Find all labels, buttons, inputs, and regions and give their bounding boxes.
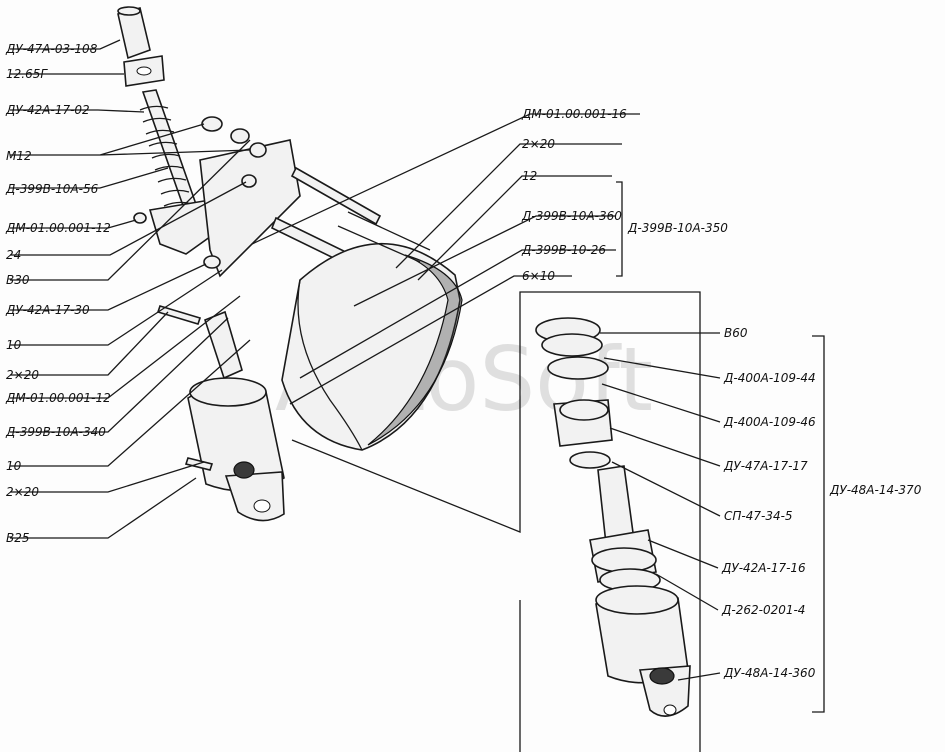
label-left-5: Д-399В-10А-56 <box>5 182 99 196</box>
group-bracket-top <box>616 181 623 277</box>
top-cap <box>117 6 151 60</box>
label-top-3: 12 <box>522 169 537 183</box>
leader-lines <box>10 39 721 681</box>
label-left-12: ДМ-01.00.001-12 <box>5 391 111 405</box>
label-right-6: ДУ-42А-17-16 <box>721 561 806 575</box>
label-left-2: 12.65Г <box>6 67 48 81</box>
label-top-1: ДМ-01.00.001-16 <box>521 107 627 121</box>
inset-cylinder-parts <box>535 317 691 717</box>
label-left-3: ДУ-42А-17-02 <box>5 103 90 117</box>
label-right-4: ДУ-47А-17-17 <box>723 459 808 473</box>
label-left-6: ДМ-01.00.001-12 <box>5 221 111 235</box>
label-right-5: СП-47-34-5 <box>724 509 793 523</box>
label-top-2: 2×20 <box>522 137 555 151</box>
nuts-and-washers <box>133 116 267 269</box>
group-label-right: ДУ-48А-14-370 <box>829 483 922 497</box>
left-cylinder <box>187 310 285 522</box>
upper-bracket <box>148 139 301 278</box>
label-right-8: ДУ-48А-14-360 <box>723 666 816 680</box>
inset-frame <box>291 291 701 752</box>
label-left-9: ДУ-42А-17-30 <box>5 303 90 317</box>
label-top-6: 6×10 <box>522 269 555 283</box>
label-top-4: Д-399В-10А-360 <box>521 209 622 223</box>
label-left-8: В30 <box>6 273 30 287</box>
label-left-16: В25 <box>6 531 30 545</box>
group-bracket-right <box>812 335 825 713</box>
label-left-7: 24 <box>6 248 21 262</box>
label-left-13: Д-399В-10А-340 <box>5 425 106 439</box>
label-top-5: Д-399В-10-26 <box>521 243 606 257</box>
label-right-3: Д-400А-109-46 <box>723 415 816 429</box>
label-right-1: В60 <box>724 326 748 340</box>
square-washer <box>123 55 165 87</box>
label-left-10: 10 <box>6 338 22 352</box>
label-left-1: ДУ-47А-03-108 <box>5 42 98 56</box>
label-left-4: M12 <box>6 149 32 163</box>
group-label-top: Д-399В-10А-350 <box>627 221 728 235</box>
brake-band <box>281 211 463 451</box>
label-left-11: 2×20 <box>6 368 39 382</box>
label-left-14: 10 <box>6 459 22 473</box>
label-right-2: Д-400А-109-44 <box>723 371 816 385</box>
label-left-15: 2×20 <box>6 485 39 499</box>
label-right-7: Д-262-0201-4 <box>721 603 805 617</box>
